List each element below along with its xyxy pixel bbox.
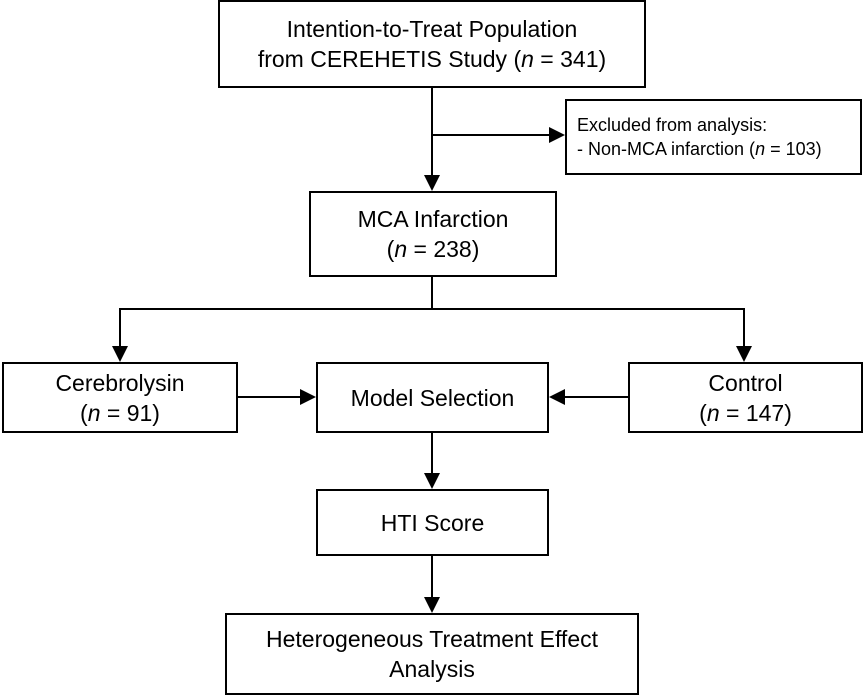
node-excluded-n-symbol: n (755, 139, 766, 159)
node-itt-line2-post: = 341) (533, 46, 607, 72)
arrowhead-to-excluded (549, 127, 565, 143)
arrowhead-to-control (736, 346, 752, 362)
node-hti-score-line1: HTI Score (380, 509, 485, 536)
node-cerebrolysin-line2-post: = 91) (100, 399, 160, 426)
node-mca-line2-post: = 238) (407, 236, 480, 262)
arrowhead-cerebrolysin-to-model (300, 389, 316, 405)
node-excluded: Excluded from analysis: - Non-MCA infarc… (565, 99, 862, 175)
node-cerebrolysin: Cerebrolysin (n = 91) (2, 362, 238, 433)
arrowhead-to-hti (424, 473, 440, 489)
node-itt-line2-pre: from CEREHETIS Study ( (257, 46, 522, 72)
node-cerebrolysin-line1: Cerebrolysin (55, 369, 185, 396)
node-control-line2-post: = 147) (719, 399, 792, 426)
arrowhead-control-to-model (549, 389, 565, 405)
node-model-selection: Model Selection (316, 362, 549, 433)
node-excluded-line1: Excluded from analysis: (577, 115, 768, 135)
node-excluded-line2-pre: - Non-MCA infarction ( (577, 139, 756, 159)
arrowhead-to-cerebrolysin (112, 346, 128, 362)
node-hte-analysis-line2: Analysis (389, 656, 475, 682)
arrowhead-to-mca (424, 175, 440, 191)
node-control-line2: (n = 147) (699, 398, 792, 428)
node-itt-population: Intention-to-Treat Population from CEREH… (218, 0, 646, 88)
node-hti-score: HTI Score (316, 489, 549, 556)
node-control: Control (n = 147) (628, 362, 863, 433)
node-control-line1: Control (708, 369, 783, 396)
node-excluded-line2-post: = 103) (765, 139, 822, 159)
node-mca-line2: (n = 238) (387, 234, 480, 264)
node-itt-n-symbol: n (521, 46, 534, 72)
node-control-line2-pre: ( (699, 399, 707, 426)
node-cerebrolysin-line2-pre: ( (80, 399, 88, 426)
node-control-n-symbol: n (706, 399, 720, 426)
node-model-selection-line1: Model Selection (350, 384, 515, 411)
arrowhead-to-hte (424, 597, 440, 613)
node-itt-line2: from CEREHETIS Study (n = 341) (258, 44, 606, 74)
node-mca-line2-pre: ( (386, 236, 395, 262)
node-cerebrolysin-line2: (n = 91) (80, 398, 160, 428)
node-mca-line1: MCA Infarction (357, 206, 509, 232)
node-cerebrolysin-n-symbol: n (87, 399, 101, 426)
node-itt-line1: Intention-to-Treat Population (286, 16, 578, 42)
node-excluded-line2: - Non-MCA infarction (n = 103) (577, 137, 822, 161)
node-hte-analysis: Heterogeneous Treatment Effect Analysis (225, 613, 639, 695)
node-hte-analysis-line1: Heterogeneous Treatment Effect (266, 626, 598, 652)
node-mca-infarction: MCA Infarction (n = 238) (309, 191, 557, 277)
node-mca-n-symbol: n (394, 236, 408, 262)
